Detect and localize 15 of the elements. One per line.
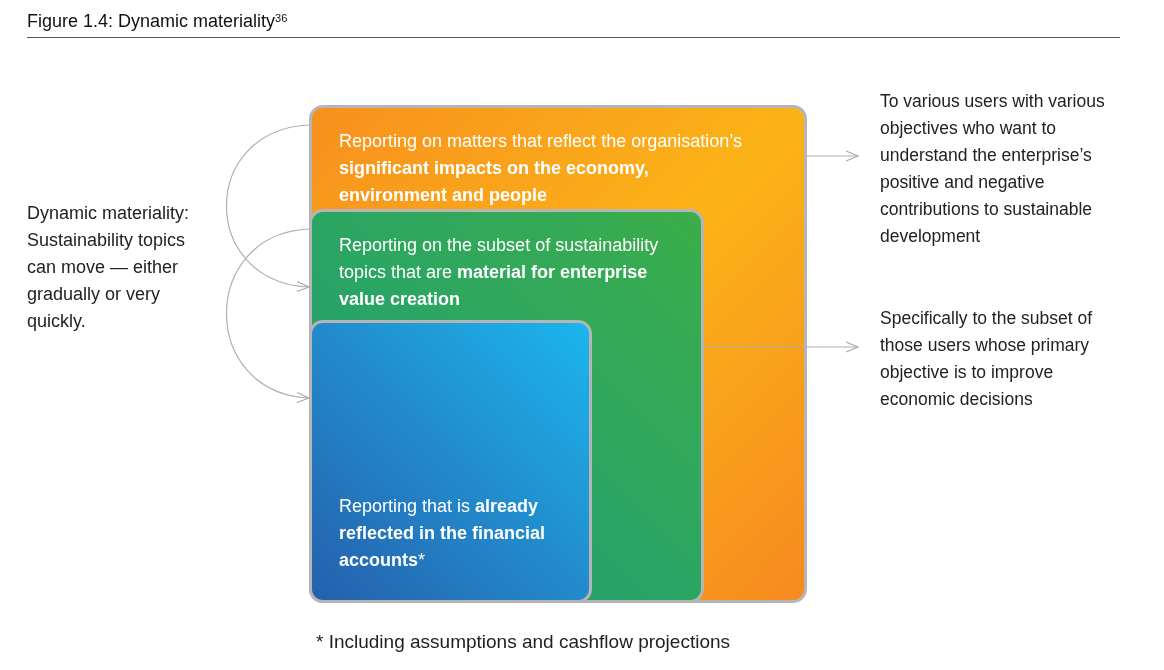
arrow bbox=[703, 341, 859, 353]
side-note: Dynamic materiality: Sustainability topics can move — either gradually or very quickly. bbox=[27, 202, 191, 333]
box-text: Reporting on matters that reflect the organisation’s significant impacts on the economy, environment and people bbox=[339, 130, 743, 207]
nested-box bbox=[309, 209, 704, 603]
figure-title: Figure 1.4: Dynamic materiality$^{36}$ bbox=[27, 10, 288, 33]
arrow bbox=[225, 228, 310, 402]
footnote: * Including assumptions and cashflow projections bbox=[316, 630, 730, 654]
arrow bbox=[806, 150, 859, 162]
description-text: To various users with various objectives who want to understand the enterprise’s positive and negative contributions to sustainable development bbox=[880, 88, 1130, 250]
nested-box bbox=[309, 105, 807, 603]
nested-box bbox=[309, 320, 592, 603]
description-text: Specifically to the subset of those users whose primary objective is to improve economic decisions bbox=[880, 305, 1130, 413]
arrow bbox=[225, 124, 310, 291]
box-text: Reporting that is already reflected in the financial accounts* bbox=[339, 495, 547, 572]
box-text: Reporting on the subset of sustainability topics that are material for enterprise value creation bbox=[339, 234, 660, 311]
